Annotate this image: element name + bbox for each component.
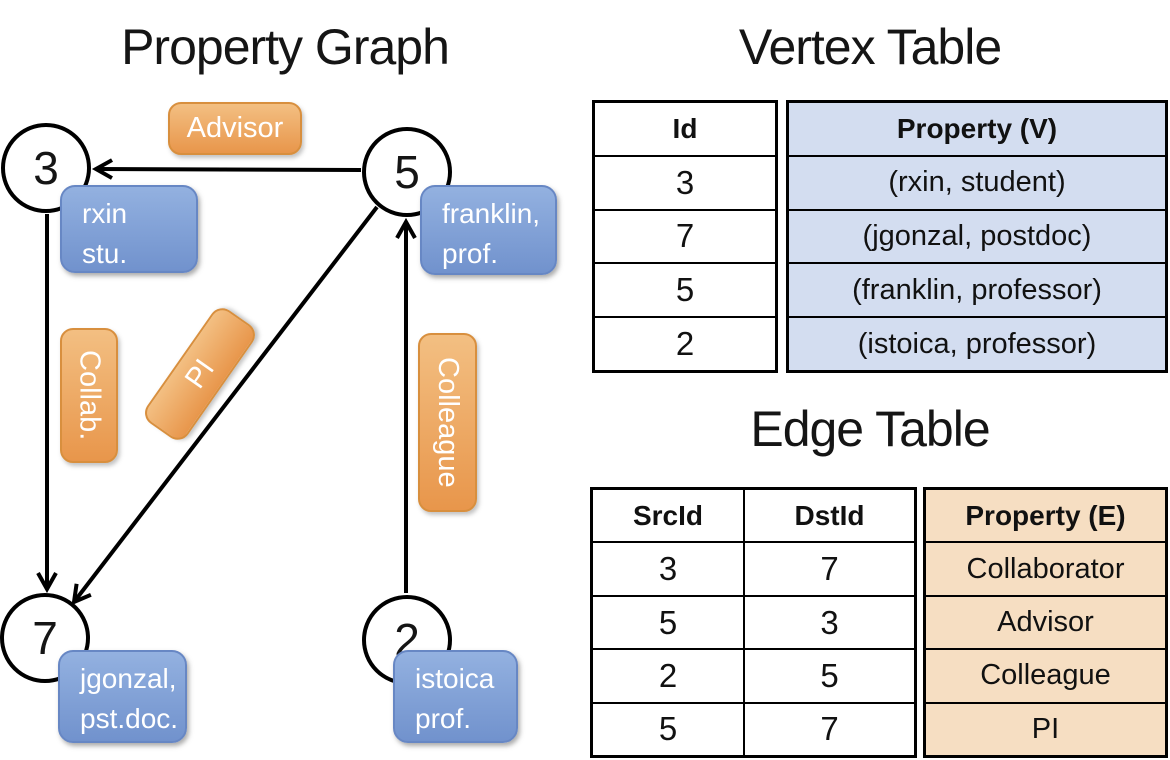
vertex-node-5: 5	[362, 127, 452, 217]
property-graph-title: Property Graph	[121, 19, 450, 75]
vertex-table-id-cell: 2	[675, 325, 695, 363]
vertex-table-property-cell: (franklin, professor)	[789, 264, 1165, 319]
edge-table-property-cell: PI	[1031, 712, 1060, 745]
vertex-table-property-cell: (jgonzal, postdoc)	[789, 211, 1165, 265]
edge-table-src-cell: 5	[593, 597, 743, 651]
vertex-property-box-jgonzal: jgonzal, pst.doc.	[58, 650, 187, 743]
edge-table-dst-cell: 5	[745, 650, 914, 704]
vertex-table-id-cell: 7	[595, 211, 775, 265]
vertex-property-box-franklin: franklin, prof.	[420, 185, 557, 275]
edge-table-property-header: Property (E)	[926, 490, 1165, 544]
vertex-table-id-cell: 3	[595, 157, 775, 211]
edge-table-property-cell: Advisor	[926, 597, 1165, 651]
edge-table-src-cell: 2	[593, 650, 743, 704]
edge-table-src-header: SrcId	[593, 490, 743, 544]
vertex-property-line: rxin	[82, 198, 128, 229]
vertex-property-line: franklin,	[442, 198, 541, 229]
vertex-table-property-cell: (istoica, professor)	[857, 327, 1097, 360]
edge-label-colleague: Colleague	[418, 333, 477, 512]
vertex-table-property-cell: (rxin, student)	[789, 157, 1165, 211]
vertex-table-id-cell: 5	[595, 264, 775, 319]
edge-5-to-7	[71, 205, 379, 606]
edge-table-src-cell: 3	[593, 543, 743, 597]
vertex-property-line: prof.	[415, 703, 472, 734]
vertex-property-line: prof.	[442, 238, 499, 269]
edge-table-property-cell: Colleague	[926, 650, 1165, 704]
vertex-property-line: pst.doc.	[80, 703, 179, 734]
edge-label-advisor: Advisor	[168, 102, 302, 155]
edge-5-to-3	[91, 158, 362, 180]
vertex-table-property-header: Property (V)	[789, 103, 1165, 157]
edge-table-property-cell: Collaborator	[926, 543, 1165, 597]
edge-table-dst-cell: 3	[745, 597, 914, 651]
vertex-property-box-istoica: istoica prof.	[393, 650, 518, 743]
vertex-table-id-header: Id	[595, 103, 775, 157]
edge-table-title: Edge Table	[750, 401, 990, 457]
graph-edges	[36, 158, 417, 606]
edge-table-dst-cell: 7	[820, 710, 839, 748]
edge-table-dst-header: DstId	[745, 490, 914, 544]
vertex-property-box-rxin: rxin stu.	[60, 185, 198, 273]
vertex-property-line: stu.	[82, 238, 128, 269]
edge-table-dst-cell: 7	[745, 543, 914, 597]
vertex-property-line: istoica	[415, 663, 495, 694]
edge-table-src-cell: 5	[658, 710, 678, 748]
edge-label-collab: Collab.	[60, 328, 118, 463]
vertex-table-title: Vertex Table	[738, 19, 1002, 75]
vertex-table-property-column: Property (V) (rxin, student)(jgonzal, po…	[786, 100, 1168, 373]
vertex-property-line: jgonzal,	[80, 663, 177, 694]
